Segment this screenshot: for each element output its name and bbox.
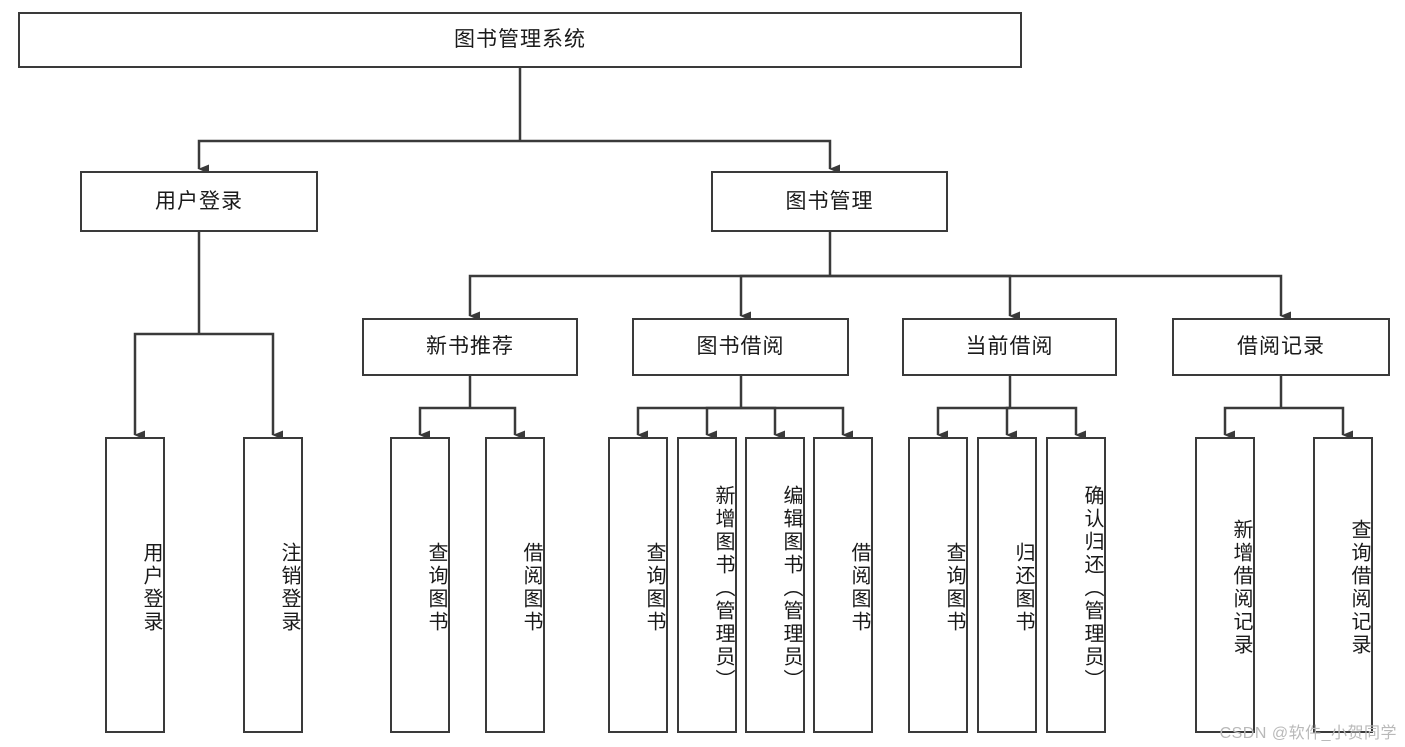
node-l-bo-add[interactable]: 新增图书（管理员） (677, 437, 737, 733)
connector-bookmgmt-to-newbook (468, 274, 830, 321)
node-label: 确认归还（管理员） (1081, 484, 1103, 692)
node-l-logout[interactable]: 注销登录 (243, 437, 303, 733)
connector-root-to-bookmgmt (520, 139, 840, 174)
node-label: 借阅记录 (1237, 335, 1325, 359)
node-newbook[interactable]: 新书推荐 (362, 318, 578, 376)
node-label: 借阅图书 (848, 542, 870, 634)
node-current[interactable]: 当前借阅 (902, 318, 1117, 376)
node-l-cu-query[interactable]: 查询图书 (908, 437, 968, 733)
node-borrow[interactable]: 图书借阅 (632, 318, 849, 376)
connector-current-to-l-cu-return (1005, 406, 1017, 440)
node-l-bo-borrow[interactable]: 借阅图书 (813, 437, 873, 733)
connector-borrow-to-l-bo-add (705, 406, 741, 440)
node-label: 借阅图书 (520, 542, 542, 634)
connector-current-to-l-cu-confirm (1010, 406, 1086, 440)
node-label: 图书管理 (785, 189, 874, 213)
node-l-login[interactable]: 用户登录 (105, 437, 165, 733)
node-l-re-add[interactable]: 新增借阅记录 (1195, 437, 1255, 733)
connector-newbook-to-l-nb-borrow (470, 406, 525, 440)
connector-borrow-to-l-bo-query (636, 406, 741, 440)
node-label: 查询图书 (643, 542, 665, 634)
connector-bookmgmt-to-records (830, 274, 1291, 321)
connector-bookmgmt-to-borrow (739, 274, 830, 321)
connector-borrow-to-l-bo-edit (741, 406, 785, 440)
node-label: 查询借阅记录 (1348, 519, 1370, 657)
node-label: 新增图书（管理员） (712, 484, 734, 692)
node-label: 新书推荐 (426, 335, 514, 359)
node-label: 用户登录 (155, 189, 243, 213)
node-l-bo-edit[interactable]: 编辑图书（管理员） (745, 437, 805, 733)
node-label: 新增借阅记录 (1230, 519, 1252, 657)
node-label: 图书借阅 (696, 335, 785, 359)
connector-bookmgmt-to-current (830, 274, 1020, 321)
connector-borrow-to-l-bo-borrow (741, 406, 853, 440)
connector-records-to-l-re-query (1281, 406, 1353, 440)
node-records[interactable]: 借阅记录 (1172, 318, 1390, 376)
node-label: 查询图书 (425, 542, 447, 634)
node-l-cu-confirm[interactable]: 确认归还（管理员） (1046, 437, 1106, 733)
node-label: 当前借阅 (965, 335, 1054, 359)
connector-newbook-to-l-nb-query (418, 406, 470, 440)
watermark: CSDN @软件_小贺同学 (1219, 725, 1397, 742)
connector-records-to-l-re-add (1223, 406, 1281, 440)
node-l-nb-borrow[interactable]: 借阅图书 (485, 437, 545, 733)
node-label: 查询图书 (943, 542, 965, 634)
node-label: 归还图书 (1012, 542, 1034, 634)
node-label: 注销登录 (278, 542, 300, 634)
node-label: 编辑图书（管理员） (780, 484, 802, 692)
connector-current-to-l-cu-query (936, 406, 1010, 440)
node-label: 图书管理系统 (454, 28, 586, 52)
node-root[interactable]: 图书管理系统 (18, 12, 1022, 68)
node-label: 用户登录 (140, 542, 162, 634)
node-l-re-query[interactable]: 查询借阅记录 (1313, 437, 1373, 733)
node-login[interactable]: 用户登录 (80, 171, 318, 232)
connector-login-to-l-login (133, 332, 199, 440)
edge-group (133, 68, 1353, 440)
node-bookmgmt[interactable]: 图书管理 (711, 171, 948, 232)
connector-root-to-login (197, 139, 520, 174)
connector-login-to-l-logout (199, 332, 283, 440)
node-l-bo-query[interactable]: 查询图书 (608, 437, 668, 733)
node-l-nb-query[interactable]: 查询图书 (390, 437, 450, 733)
node-l-cu-return[interactable]: 归还图书 (977, 437, 1037, 733)
